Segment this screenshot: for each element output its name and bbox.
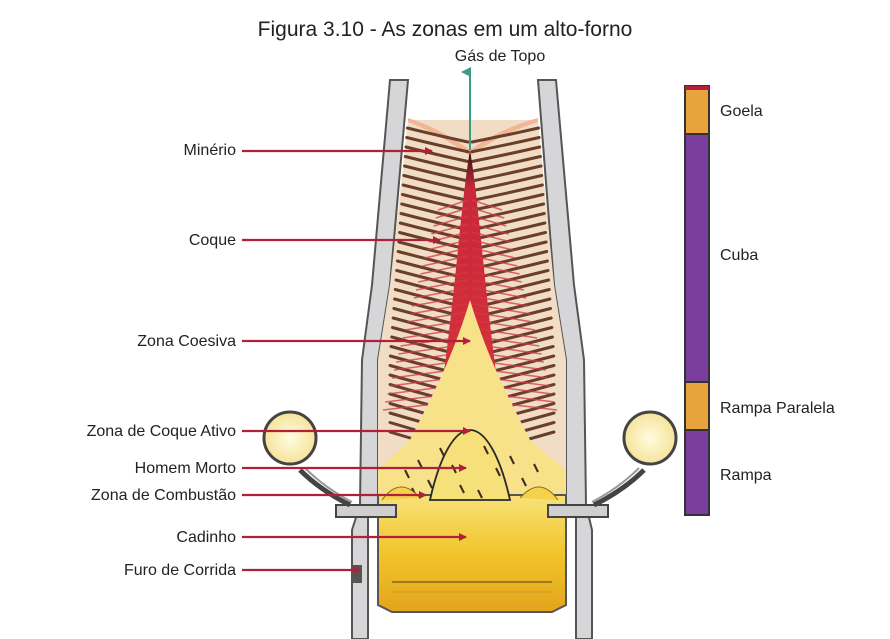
zone-segment-rampa-paralela [685,382,709,430]
label-furo-corrida: Furo de Corrida [124,562,236,580]
label-homem-morto: Homem Morto [135,460,236,478]
zone-label-goela: Goela [720,103,763,121]
zone-segment-rampa [685,430,709,515]
zone-segment-goela [685,86,709,134]
hearth [378,495,566,612]
zone-label-cuba: Cuba [720,247,758,265]
zone-segment-cuba [685,134,709,382]
label-zona-combustao: Zona de Combustão [91,487,236,505]
label-coque: Coque [189,232,236,250]
label-zona-coque-ativo: Zona de Coque Ativo [87,423,236,441]
zone-label-rampa: Rampa [720,467,772,485]
zone-label-rampa-paralela: Rampa Paralela [720,400,835,418]
tap-hole [352,565,362,583]
zone-bar [685,86,709,515]
label-zona-coesiva: Zona Coesiva [137,333,236,351]
label-minerio: Minério [184,142,236,160]
zone-cap [685,86,709,90]
label-cadinho: Cadinho [176,529,236,547]
